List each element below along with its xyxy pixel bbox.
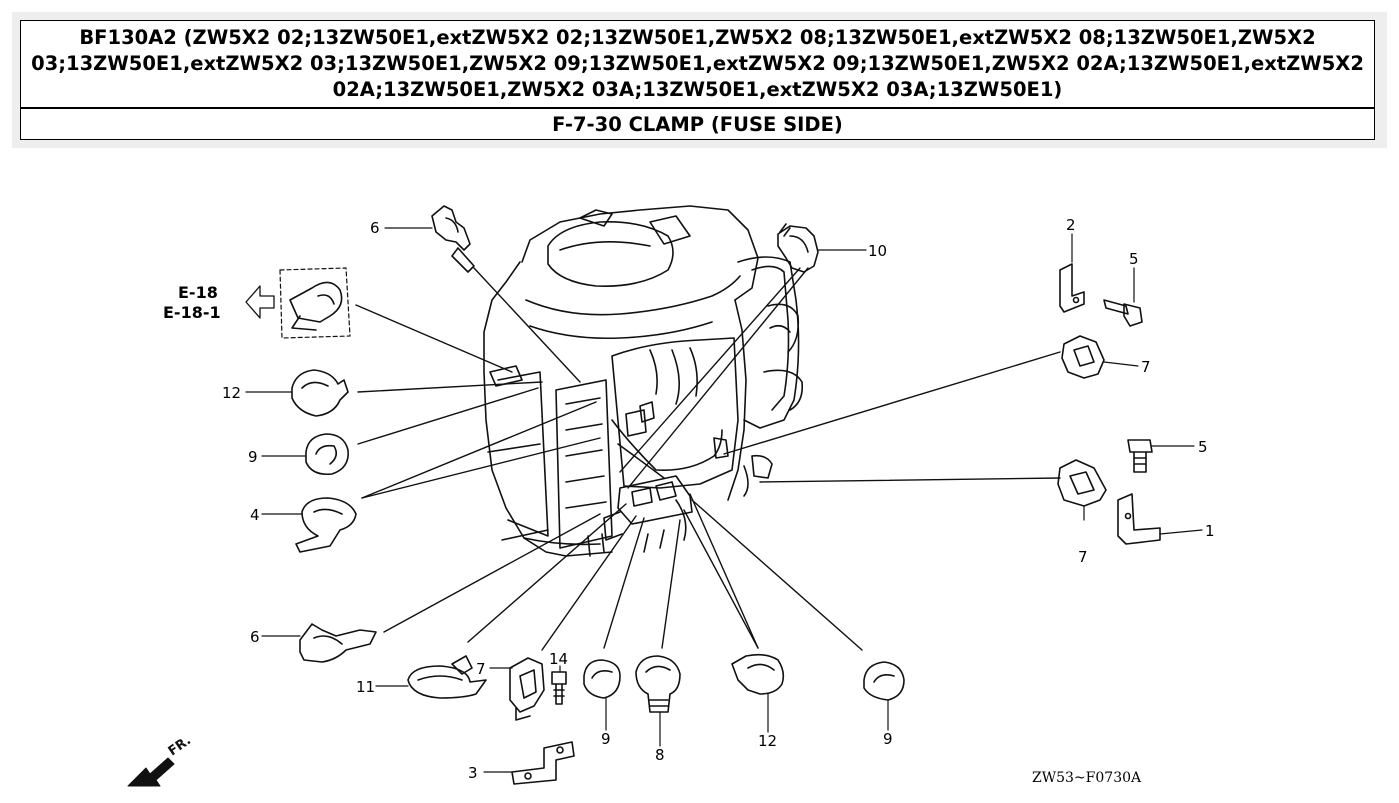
engine-block xyxy=(483,205,804,557)
part-8-grommet xyxy=(635,655,681,713)
callout-label: 5 xyxy=(1129,250,1139,268)
part-9-clamp-right xyxy=(863,661,905,701)
callout-label: 14 xyxy=(549,650,568,668)
part-14-bolt xyxy=(551,671,567,705)
part-2-bracket xyxy=(1059,263,1085,313)
callout-label: 5 xyxy=(1198,438,1208,456)
callout-label: 12 xyxy=(758,732,777,750)
callout-label: 6 xyxy=(250,628,260,646)
header-panel: BF130A2 (ZW5X2 02;13ZW50E1,extZW5X2 02;1… xyxy=(12,12,1387,148)
part-9-clamp-left xyxy=(305,433,349,476)
callout-label: 9 xyxy=(883,730,893,748)
part-6-clamp-lower xyxy=(299,623,377,663)
part-5-bolt-right xyxy=(1127,439,1153,473)
section-title: F-7-30 CLAMP (FUSE SIDE) xyxy=(20,108,1375,140)
callout-label: 7 xyxy=(476,660,486,678)
front-arrow-icon xyxy=(127,757,175,787)
part-11-clamp xyxy=(407,655,487,699)
drawing-code: ZW53~F0730A xyxy=(1032,770,1142,786)
xref-label-e18[interactable]: E-18 xyxy=(178,283,218,302)
callout-label: 7 xyxy=(1078,548,1088,566)
xref-label-e18-1[interactable]: E-18-1 xyxy=(163,303,221,322)
part-3-bracket xyxy=(511,741,575,785)
callout-leaders xyxy=(245,227,1203,773)
part-7-clip-right xyxy=(1057,459,1107,507)
part-12-clamp-left xyxy=(291,369,349,417)
part-7-clip-lower xyxy=(509,657,545,721)
callout-label: 10 xyxy=(868,242,887,260)
leader-lines xyxy=(355,267,1061,651)
callout-numbers: 6 10 2 5 7 12 9 5 1 7 4 6 11 7 14 9 8 12… xyxy=(222,216,1215,782)
callout-label: 4 xyxy=(250,506,260,524)
part-10-grommet xyxy=(777,223,819,273)
callout-label: 11 xyxy=(356,678,375,696)
part-1-bracket xyxy=(1117,493,1161,545)
model-title: BF130A2 (ZW5X2 02;13ZW50E1,extZW5X2 02;1… xyxy=(20,20,1375,108)
part-6-clamp-upper xyxy=(431,205,475,273)
callout-label: 7 xyxy=(1141,358,1151,376)
part-4-cable-tie xyxy=(295,497,357,553)
callout-label: 12 xyxy=(222,384,241,402)
part-7-clip-upper xyxy=(1061,335,1105,379)
callout-label: 8 xyxy=(655,746,665,764)
callout-label: 6 xyxy=(370,219,380,237)
callout-label: 9 xyxy=(601,730,611,748)
callout-label: 9 xyxy=(248,448,258,466)
front-label: FR. xyxy=(166,733,194,759)
cross-reference[interactable]: E-18 E-18-1 xyxy=(163,283,221,322)
front-indicator: FR. xyxy=(127,733,194,787)
part-xref-clamp xyxy=(245,267,351,339)
part-9-clamp-mid xyxy=(583,659,621,699)
callout-label: 2 xyxy=(1066,216,1076,234)
part-12-clamp-lower xyxy=(731,653,785,695)
callout-label: 3 xyxy=(468,764,478,782)
callout-label: 1 xyxy=(1205,522,1215,540)
part-5-bolt-upper xyxy=(1103,299,1143,327)
